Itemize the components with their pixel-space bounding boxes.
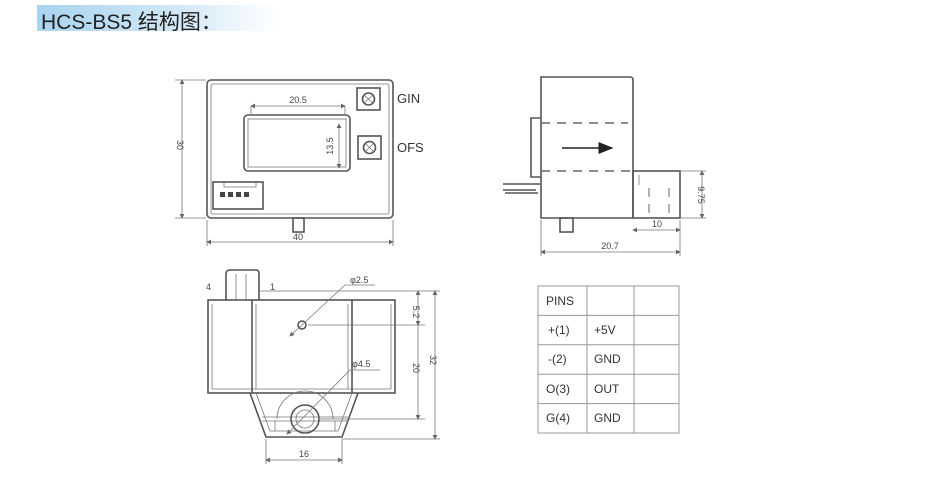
pins-table: PINS +(1) +5V -(2) GND O(3) OUT G(4) GND bbox=[537, 285, 680, 434]
title-banner: HCS-BS5 结构图： bbox=[37, 5, 277, 34]
front-view: 20.5 13.5 GIN OFS 30 40 bbox=[175, 79, 424, 246]
bottom-view: 4 1 φ2.5 φ4.5 5.2 20 32 16 bbox=[206, 269, 440, 464]
table-cell-pin: -(2) bbox=[548, 352, 567, 366]
table-cell-pin: +(1) bbox=[548, 323, 570, 337]
offset-label: OFS bbox=[397, 140, 424, 155]
connector-icon bbox=[212, 181, 264, 210]
dim-base: 10 bbox=[652, 219, 662, 229]
gain-potentiometer-icon bbox=[356, 87, 381, 111]
offset-potentiometer-icon bbox=[357, 135, 382, 160]
dim-total: 32 bbox=[428, 355, 438, 365]
dim-window-width: 20.5 bbox=[289, 95, 307, 105]
dim-base-height: 9.75 bbox=[696, 186, 706, 204]
table-cell-pin: G(4) bbox=[546, 411, 570, 425]
dim-base-width: 16 bbox=[299, 449, 309, 459]
table-cell-signal: GND bbox=[594, 411, 621, 425]
dim-window-height: 13.5 bbox=[325, 137, 335, 155]
page-title: HCS-BS5 结构图： bbox=[41, 11, 222, 34]
pin4-label: 4 bbox=[206, 282, 211, 292]
dim-hole-large: φ4.5 bbox=[352, 359, 370, 369]
dim-width: 40 bbox=[293, 232, 303, 242]
window-opening bbox=[243, 114, 351, 172]
small-hole bbox=[297, 320, 307, 330]
side-view: 9.75 10 20.7 bbox=[503, 76, 706, 256]
dim-offset: 5.2 bbox=[411, 306, 421, 319]
dim-hole-small: φ2.5 bbox=[350, 275, 368, 285]
large-hole bbox=[290, 404, 320, 434]
dim-mid: 20 bbox=[411, 363, 421, 373]
table-cell-signal: GND bbox=[594, 352, 621, 366]
table-header: PINS bbox=[546, 294, 574, 308]
dim-height: 30 bbox=[175, 140, 185, 150]
table-cell-signal: +5V bbox=[594, 323, 616, 337]
table-cell-pin: O(3) bbox=[546, 382, 570, 396]
pin1-label: 1 bbox=[270, 282, 275, 292]
table-cell-signal: OUT bbox=[594, 382, 620, 396]
gain-label: GIN bbox=[397, 91, 420, 106]
dim-depth: 20.7 bbox=[601, 241, 619, 251]
